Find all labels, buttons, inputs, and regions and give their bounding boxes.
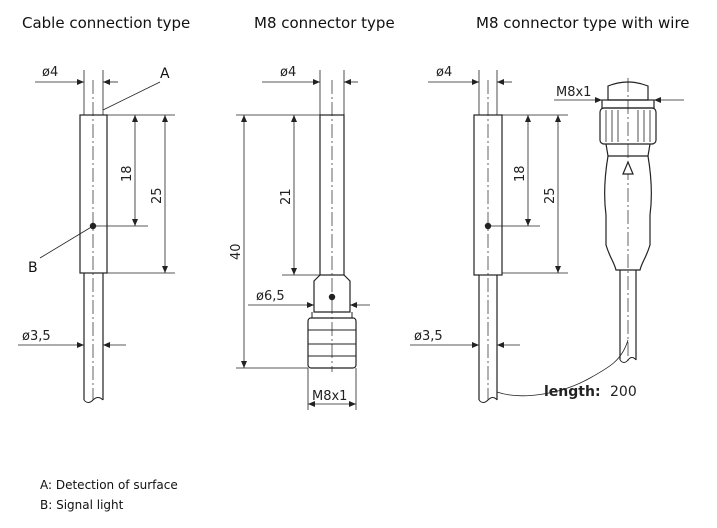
m8wire-length-value: 200 — [610, 384, 637, 400]
legend-a: A: Detection of surface — [40, 478, 178, 492]
m8wire-dia-bottom-label: ø3,5 — [414, 329, 443, 344]
m8-dim-21-label: 21 — [279, 188, 294, 205]
leader-b — [39, 225, 94, 259]
cable-dim-18-label: 18 — [120, 165, 135, 182]
m8-wire-type-title: M8 connector type with wire — [476, 14, 690, 32]
legend-b: B: Signal light — [40, 498, 124, 512]
m8-dia-nut-label: ø6,5 — [256, 289, 285, 304]
m8-signal-light-dot — [328, 293, 336, 301]
m8wire-thread-label: M8x1 — [556, 85, 591, 100]
cable-break — [83, 397, 104, 403]
m8wire-length-label: length: — [544, 384, 601, 400]
label-a: A — [160, 66, 170, 82]
cable-dim-25-label: 25 — [150, 187, 165, 204]
m8-wire-type-drawing — [410, 70, 684, 403]
m8wire-signal-light-dot — [484, 222, 492, 230]
m8wire-dim-25-label: 25 — [543, 187, 558, 204]
leader-a — [102, 81, 161, 111]
m8-dia-top-label: ø4 — [280, 65, 296, 80]
m8-dim-40-label: 40 — [229, 243, 244, 260]
label-b: B — [28, 260, 38, 276]
cable-sensor-body — [79, 114, 108, 274]
cable-type-drawing — [18, 70, 175, 403]
cable-dia-top-label: ø4 — [42, 65, 58, 80]
m8-thread-label: M8x1 — [312, 389, 347, 404]
m8wire-cable-connector — [599, 78, 657, 363]
m8-type-drawing — [236, 70, 370, 410]
cable-dia-bottom-label: ø3,5 — [22, 329, 51, 344]
m8-type-title: M8 connector type — [254, 14, 395, 32]
cable-type-title: Cable connection type — [22, 14, 191, 32]
m8wire-dim-18-label: 18 — [513, 165, 528, 182]
m8wire-dia-top-label: ø4 — [436, 65, 452, 80]
